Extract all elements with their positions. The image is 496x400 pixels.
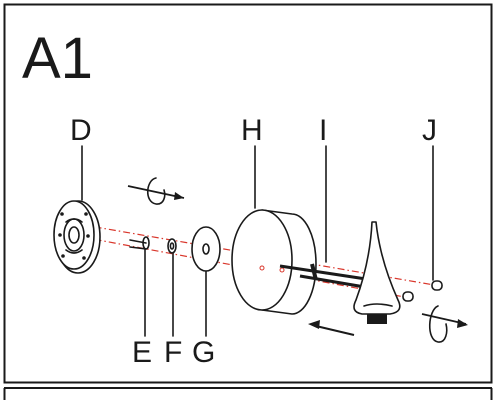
part-label-j: J — [422, 114, 437, 147]
part-h-canopy — [231, 209, 317, 315]
push-arrow-icon — [308, 320, 355, 336]
rotate-arrow-icon — [421, 305, 468, 343]
part-label-f: F — [164, 336, 182, 369]
step-label: A1 — [22, 26, 93, 91]
part-f-nut — [167, 238, 177, 254]
lamp-body — [353, 221, 401, 324]
part-label-d: D — [70, 114, 92, 147]
part-label-e: E — [132, 336, 152, 369]
part-g-gasket — [191, 226, 221, 272]
diagram-frame — [3, 3, 493, 384]
part-j-caps — [402, 280, 443, 302]
part-d-mounting-plate — [53, 200, 101, 274]
part-label-i: I — [319, 114, 327, 147]
part-label-h: H — [241, 114, 263, 147]
rotate-arrow-icon — [127, 177, 185, 205]
part-label-g: G — [192, 336, 215, 369]
part-e-bolts — [129, 236, 150, 250]
